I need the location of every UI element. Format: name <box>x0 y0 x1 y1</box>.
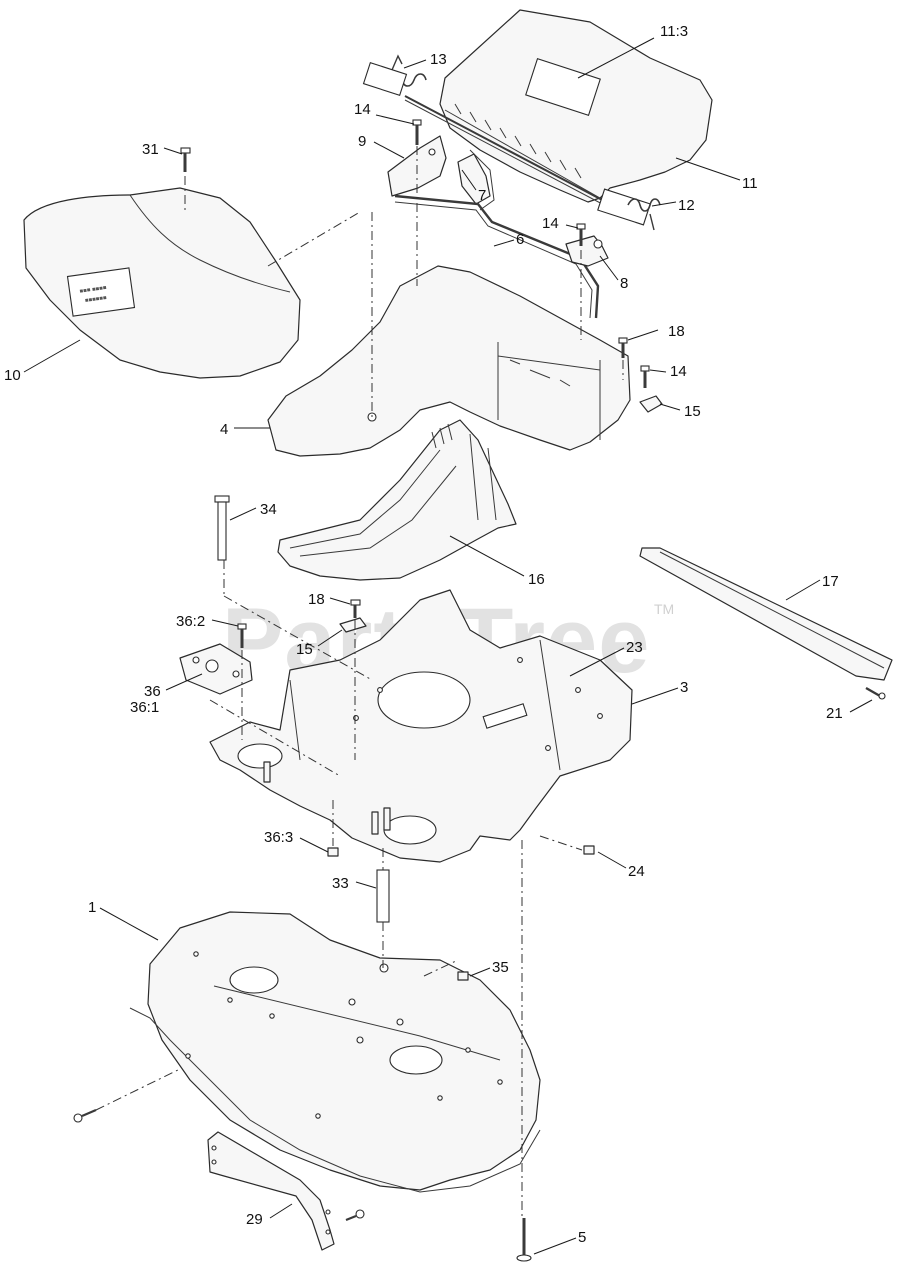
callout-33: 33 <box>332 875 349 892</box>
assembly-lines <box>95 146 624 1216</box>
part-14-bolt-b[interactable] <box>576 223 586 246</box>
callout-24: 24 <box>628 863 645 880</box>
side-screw[interactable] <box>73 1108 97 1123</box>
callout-29: 29 <box>246 1211 263 1228</box>
callout-5: 5 <box>578 1229 586 1246</box>
callout-17: 17 <box>822 573 839 590</box>
callout-14-mid: 14 <box>542 215 559 232</box>
part-34-long-bolt[interactable] <box>214 495 230 561</box>
part-36-mount-plate[interactable] <box>179 643 253 695</box>
callout-23: 23 <box>626 639 643 656</box>
callout-15-right: 15 <box>684 403 701 420</box>
part-31-screw[interactable] <box>180 147 191 172</box>
callout-6: 6 <box>516 231 524 248</box>
part-18-screw-a[interactable] <box>618 337 628 358</box>
part-15-clip-a[interactable] <box>639 395 663 413</box>
callout-31: 31 <box>142 141 159 158</box>
leader-lines <box>23 37 873 1255</box>
part-29-screw[interactable] <box>345 1209 365 1222</box>
part-1-deck-plate[interactable] <box>129 911 541 1193</box>
callout-16: 16 <box>528 571 545 588</box>
part-33-spacer[interactable] <box>376 869 390 923</box>
callout-10: 10 <box>4 367 21 384</box>
part-13-torsion-spring[interactable] <box>362 54 427 97</box>
callout-34: 34 <box>260 501 277 518</box>
part-17-trim-strip[interactable] <box>639 547 893 681</box>
part-4-console-panel[interactable] <box>267 265 631 457</box>
callout-8: 8 <box>620 275 628 292</box>
callout-15-mid: 15 <box>296 641 313 658</box>
part-15-clip-b[interactable] <box>339 617 367 633</box>
callout-14-top: 14 <box>354 101 371 118</box>
callout-11: 11 <box>742 175 758 192</box>
part-29-bracket[interactable] <box>207 1131 335 1251</box>
callout-21: 21 <box>826 705 843 722</box>
watermark-trademark: TM <box>654 601 674 617</box>
svg-text:■■■■■■: ■■■■■■ <box>85 295 108 304</box>
part-36-2-bolt[interactable] <box>237 623 247 648</box>
callout-12: 12 <box>678 197 695 214</box>
part-10-hood-cover[interactable]: ■■■ ■■■■ ■■■■■■ <box>23 187 301 379</box>
callout-36-3: 36:3 <box>264 829 293 846</box>
callout-36-1: 36:1 <box>130 699 159 716</box>
part-14-bolt-a[interactable] <box>412 119 422 145</box>
part-21-screw[interactable] <box>865 686 886 700</box>
callout-14-right: 14 <box>670 363 687 380</box>
callout-1: 1 <box>88 899 96 916</box>
part-8-rod-bracket[interactable] <box>565 235 609 267</box>
callout-4: 4 <box>220 421 228 438</box>
callout-9: 9 <box>358 133 366 150</box>
part-12-torsion-spring[interactable] <box>597 188 661 231</box>
part-35-nut[interactable] <box>457 971 469 981</box>
callout-36-2: 36:2 <box>176 613 205 630</box>
callout-11-3: 11:3 <box>660 23 688 40</box>
part-36-3-nut[interactable] <box>327 847 339 857</box>
part-3-main-frame[interactable] <box>209 589 633 863</box>
part-24-nut[interactable] <box>583 845 595 855</box>
svg-text:■■■ ■■■■: ■■■ ■■■■ <box>79 285 107 295</box>
callout-7: 7 <box>478 187 486 204</box>
callout-18-mid: 18 <box>308 591 325 608</box>
part-6-control-rod[interactable] <box>394 149 600 319</box>
callout-labels: 11:3 13 14 9 31 7 11 12 14 6 8 18 10 14 … <box>4 23 843 1246</box>
callout-35: 35 <box>492 959 509 976</box>
callout-18-top: 18 <box>668 323 685 340</box>
callout-13: 13 <box>430 51 447 68</box>
part-14-bolt-c[interactable] <box>640 365 650 388</box>
part-18-screw-b[interactable] <box>350 599 361 618</box>
callout-3: 3 <box>680 679 688 696</box>
part-5-bottom-bolt[interactable] <box>516 1218 532 1262</box>
callout-36: 36 <box>144 683 161 700</box>
hinge-rod <box>404 95 626 217</box>
